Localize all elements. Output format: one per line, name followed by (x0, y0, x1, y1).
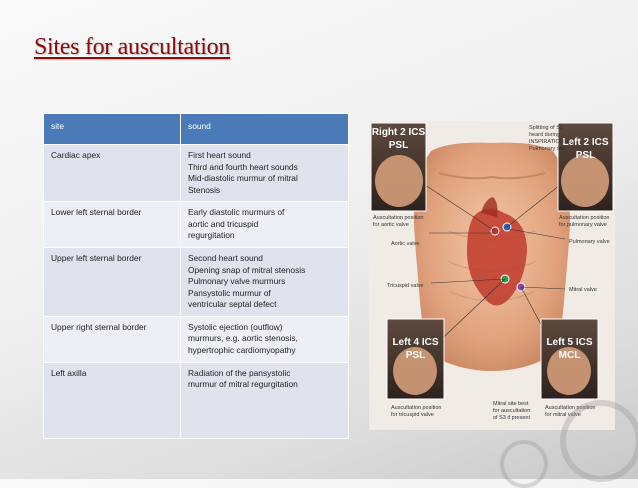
sound-line: Pulmonary valve murmurs (188, 276, 286, 286)
box-left-4-ics: Left 4 ICS PSL (386, 318, 445, 400)
box-label: MCL (559, 350, 581, 361)
svg-text:Auscultation position: Auscultation position (559, 215, 609, 221)
callout-pulmonary-valve: Pulmonary valve (569, 239, 610, 245)
svg-text:heard during: heard during (529, 132, 560, 138)
svg-text:Splitting of S2: Splitting of S2 (529, 125, 563, 131)
table-row: Lower left sternal border Early diastoli… (43, 201, 349, 248)
sound-line: Pansystolic murmur of (188, 287, 271, 298)
box-right-2-ics: Right 2 ICS PSL (370, 122, 427, 212)
svg-text:INSPIRATION at: INSPIRATION at (529, 139, 570, 145)
sound-line: Mid-diastolic murmur of mitral (188, 173, 298, 183)
sound-line: First heart sound (188, 150, 251, 160)
box-label: Left 5 ICS (546, 337, 592, 348)
auscultation-table: site sound Cardiac apex First heart soun… (43, 113, 349, 439)
box-left-2-ics: Left 2 ICS PSL (557, 122, 614, 212)
site-cell: Cardiac apex (43, 144, 181, 202)
table-row: Upper left sternal border Second heart s… (43, 247, 349, 317)
sound-line: Radiation of the pansystolic (188, 367, 291, 378)
callout-tricuspid-valve: Tricuspid valve (387, 283, 423, 289)
sound-cell: Second heart sound Opening snap of mitra… (180, 247, 349, 317)
site-cell: Left axilla (43, 361, 181, 439)
clavicle-line (438, 172, 546, 180)
svg-text:Mitral site best: Mitral site best (493, 401, 529, 407)
sound-line: Opening snap of mitral stenosis (188, 264, 306, 275)
sound-line: Second heart sound (188, 253, 263, 263)
table-row: Left axilla Radiation of the pansystolic… (43, 361, 349, 439)
aorta-shape (481, 197, 498, 217)
header-sound: sound (180, 113, 349, 145)
chest-illustration: Right 2 ICS PSL Left 2 ICS PSL Left 4 IC… (370, 122, 614, 421)
stethoscope-decoration (500, 440, 548, 488)
sound-cell: Early diastolic murmurs of aortic and tr… (180, 201, 349, 248)
sound-cell: Radiation of the pansystolic murmur of m… (180, 361, 349, 439)
sound-line: regurgitation (188, 230, 235, 240)
svg-text:Auscultation position: Auscultation position (545, 405, 595, 411)
sound-cell: First heart sound Third and fourth heart… (180, 144, 349, 202)
sound-line: murmurs, e.g. aortic stenosis, (188, 333, 298, 343)
svg-text:for auscultation: for auscultation (493, 408, 530, 414)
header-site: site (43, 113, 181, 145)
box-label: PSL (406, 350, 425, 361)
box-label: PSL (576, 150, 595, 161)
svg-text:Auscultation position: Auscultation position (391, 405, 441, 411)
callout-aortic-valve: Aortic valve (391, 241, 419, 247)
callout-pulmonary-position: Auscultation position for pulmonary valv… (559, 215, 609, 228)
box-left-5-ics: Left 5 ICS MCL (540, 318, 599, 400)
sound-line: ventricular septal defect (188, 299, 277, 309)
sound-line: Stenosis (188, 184, 221, 195)
svg-text:Pulmonary site: Pulmonary site (529, 146, 565, 152)
box-label: Left 4 ICS (392, 337, 438, 348)
sound-line: Third and fourth heart sounds (188, 161, 298, 172)
table-row: Cardiac apex First heart sound Third and… (43, 144, 349, 202)
slide-title: Sites for auscultation (34, 34, 231, 60)
svg-text:Auscultation position: Auscultation position (373, 215, 423, 221)
sound-line: Early diastolic murmurs of (188, 207, 285, 217)
table-header-row: site sound (43, 113, 349, 145)
table-row: Upper right sternal border Systolic ejec… (43, 315, 349, 363)
sound-line: aortic and tricuspid (188, 218, 259, 229)
svg-text:for mitral valve: for mitral valve (545, 412, 581, 418)
sound-line: Systolic ejection (outflow) (188, 321, 283, 332)
sound-line: hypertrophic cardiomyopathy (188, 344, 296, 355)
sound-line: murmur of mitral regurgitation (188, 379, 298, 389)
svg-text:for aortic valve: for aortic valve (373, 222, 409, 228)
box-label: Right 2 ICS (372, 127, 426, 138)
svg-text:of S3 if present: of S3 if present (493, 415, 530, 421)
callout-aortic-position: Auscultation position for aortic valve (373, 215, 423, 228)
site-cell: Lower left sternal border (43, 201, 181, 248)
site-cell: Upper left sternal border (43, 247, 181, 317)
stethoscope-decoration (560, 400, 638, 482)
box-label: PSL (389, 140, 408, 151)
callout-mitral-valve: Mitral valve (569, 287, 597, 293)
svg-text:for pulmonary valve: for pulmonary valve (559, 222, 607, 228)
auscultation-sites-figure: Right 2 ICS PSL Left 2 ICS PSL Left 4 IC… (369, 121, 615, 430)
svg-text:for tricuspid valve: for tricuspid valve (391, 412, 434, 418)
box-label: Left 2 ICS (562, 137, 608, 148)
site-cell: Upper right sternal border (43, 315, 181, 363)
callout-mitral-s3: Mitral site best for auscultation of S3 … (493, 401, 530, 421)
callout-split-s2: Splitting of S2 heard during INSPIRATION… (529, 125, 570, 152)
callout-mitral-position: Auscultation position for mitral valve (545, 405, 595, 418)
callout-tricuspid-position: Auscultation position for tricuspid valv… (391, 405, 441, 418)
sound-cell: Systolic ejection (outflow) murmurs, e.g… (180, 315, 349, 363)
